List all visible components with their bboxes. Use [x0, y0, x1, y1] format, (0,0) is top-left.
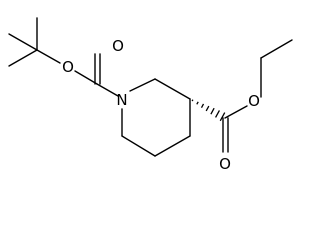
bond-tbu-to-oxygen — [36, 49, 61, 64]
wedge-hash-segment — [210, 107, 215, 115]
bond-ester-carbon-to-oxygen — [224, 105, 248, 119]
bond-n1-c2 — [129, 78, 156, 92]
wedge-hash-segment — [200, 103, 205, 108]
atom-oxygen-ester-carbonyl: O — [219, 155, 231, 173]
bond-carbonyl-carbon-to-nitrogen — [96, 83, 119, 97]
boc-carbamate — [74, 53, 119, 97]
atom-nitrogen: N — [116, 91, 127, 109]
chemical-structure: O O N O O — [8, 17, 293, 173]
bond-oxygen-to-carbonyl-carbon — [74, 70, 98, 85]
wedge-hash-segment — [205, 105, 210, 112]
bond-tbu-methyl-left — [8, 33, 38, 51]
wedge-hash-segment — [196, 101, 199, 105]
atom-oxygen-ester-ether: O — [248, 92, 260, 110]
wedge-hash-segment — [215, 110, 220, 118]
bond-c5-c6 — [121, 135, 156, 157]
wedge-hash-segment — [219, 112, 226, 122]
bond-tbu-methyl-bottom — [8, 49, 38, 67]
bond-c2-c3 — [154, 78, 191, 100]
hashed-wedge-bond — [191, 99, 226, 122]
tert-butyl-group — [8, 17, 61, 67]
atom-oxygen-carbamate-ether: O — [62, 58, 74, 76]
atom-oxygen-carbamate-carbonyl: O — [112, 37, 124, 55]
ethyl-ester — [222, 39, 293, 153]
wedge-hash-segment — [191, 99, 194, 102]
bond-c4-c5 — [154, 135, 191, 157]
bond-ethyl-ch2-ch3 — [260, 39, 293, 59]
piperidine-ring — [121, 78, 191, 157]
